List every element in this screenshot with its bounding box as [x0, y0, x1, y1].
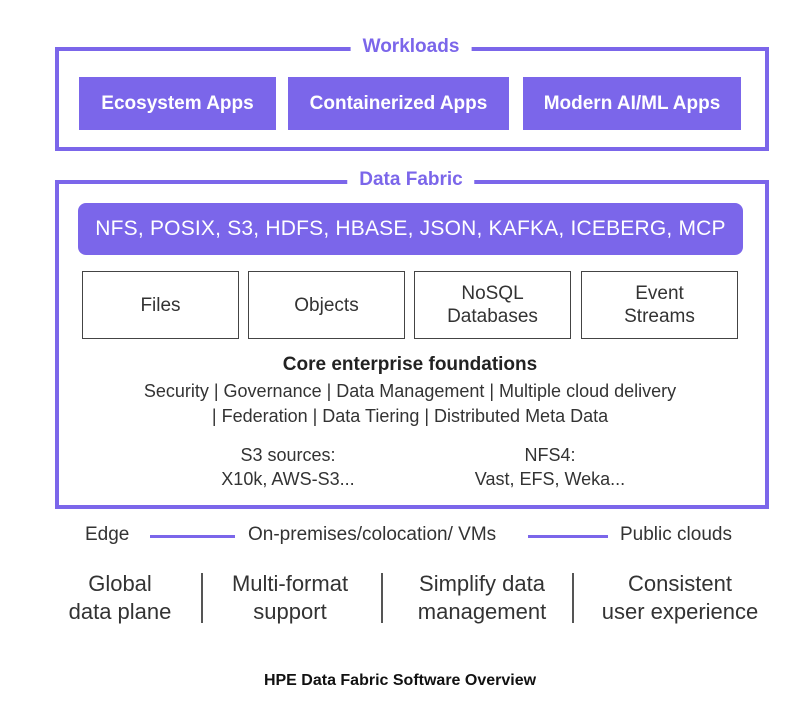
foundations-title: Core enterprise foundations [282, 354, 538, 375]
benefit-label: Global [88, 571, 152, 596]
benefit-label-2: support [253, 599, 327, 624]
nfs4-sources-list: Vast, EFS, Weka... [474, 469, 626, 489]
foundations-line-1: Security | Governance | Data Management … [143, 381, 677, 401]
containerized-apps-box: Containerized Apps [288, 77, 509, 130]
s3-sources-list: X10k, AWS-S3... [221, 469, 355, 489]
ecosystem-apps-box: Ecosystem Apps [79, 77, 276, 130]
s3-sources: S3 sources: X10k, AWS-S3... [188, 443, 388, 491]
nfs4-sources-title: NFS4: [524, 445, 576, 465]
deployment-line-left [150, 535, 235, 538]
data-type-label-2: Databases [447, 306, 538, 327]
benefit-separator [201, 573, 203, 623]
benefit-label-2: management [417, 599, 547, 624]
deployment-line-right [528, 535, 608, 538]
benefit-label: Simplify data [419, 571, 545, 596]
data-type-objects: Objects [248, 271, 405, 339]
benefit-consistent-ux: Consistent user experience [580, 570, 780, 626]
deployment-onprem-label: On-premises/colocation/ VMs [248, 524, 497, 545]
data-type-label: Event [635, 283, 684, 304]
benefit-simplify-data: Simplify data management [392, 570, 572, 626]
deployment-edge-label: Edge [85, 524, 130, 545]
benefit-label: Consistent [628, 571, 732, 596]
benefit-multi-format: Multi-format support [210, 570, 370, 626]
figure-caption: HPE Data Fabric Software Overview [263, 672, 537, 689]
benefit-separator [572, 573, 574, 623]
data-type-label: NoSQL [461, 283, 524, 304]
nfs4-sources: NFS4: Vast, EFS, Weka... [450, 443, 650, 491]
benefit-label-2: data plane [68, 599, 172, 624]
data-fabric-title: Data Fabric [347, 168, 475, 192]
benefit-label: Multi-format [231, 571, 349, 596]
data-type-files: Files [82, 271, 239, 339]
data-type-event-streams: Event Streams [581, 271, 738, 339]
data-type-label: Objects [294, 294, 359, 316]
data-type-nosql: NoSQL Databases [414, 271, 571, 339]
benefit-label-2: user experience [601, 599, 759, 624]
s3-sources-title: S3 sources: [240, 445, 336, 465]
protocols-bar: NFS, POSIX, S3, HDFS, HBASE, JSON, KAFKA… [78, 203, 743, 255]
benefit-global-data-plane: Global data plane [50, 570, 190, 626]
deployment-public-label: Public clouds [620, 524, 732, 545]
data-type-label: Files [140, 294, 181, 316]
workloads-title: Workloads [350, 35, 472, 59]
foundations-line-2: | Federation | Data Tiering | Distribute… [211, 406, 609, 426]
data-type-label-2: Streams [624, 306, 695, 327]
ai-ml-apps-box: Modern AI/ML Apps [523, 77, 741, 130]
benefit-separator [381, 573, 383, 623]
